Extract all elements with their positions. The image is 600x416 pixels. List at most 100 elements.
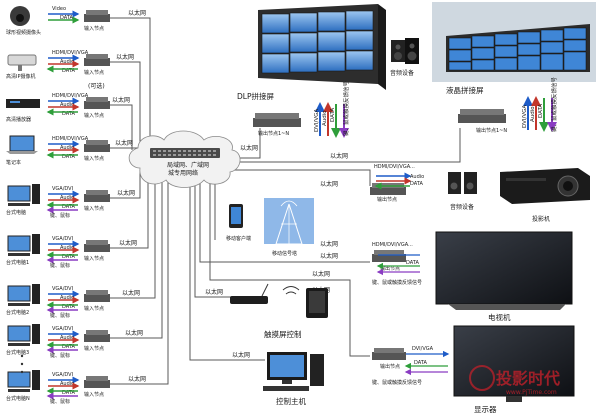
svg-text:以太网: 以太网 [115, 139, 133, 147]
svg-text:Audio: Audio [530, 106, 536, 122]
svg-text:HDMI/DVI/VGA...: HDMI/DVI/VGA... [372, 242, 413, 248]
signal-label: Audio [60, 295, 74, 301]
signal-label: 键、鼠标 [50, 312, 70, 319]
audio-speakers: 音频设备 [390, 38, 419, 77]
signal-label: Audio [60, 102, 74, 108]
source-name: 台式电脑 [6, 209, 26, 216]
tv: 电视机 [435, 231, 573, 322]
input-node-label: 输入节点 [84, 255, 104, 262]
media-player-icon [6, 99, 40, 108]
svg-text:输出节点1~N: 输出节点1~N [476, 127, 507, 134]
laptop-icon [9, 135, 35, 152]
signal-label: 键、鼠标 [50, 352, 70, 359]
desktop-pc-icon [7, 285, 31, 302]
signal-label: Audio [60, 145, 74, 151]
signal-label: VGA/DVI [52, 286, 73, 292]
input-node-label: 输入节点 [84, 69, 104, 76]
source-name: 笔记本 [6, 159, 21, 166]
desktop-pc-icon [7, 235, 31, 252]
signal-label: DATA [62, 111, 75, 117]
projector-output-node: 输出节点 HDMI/DVI/VGA... Audio DATA [370, 164, 424, 203]
mobile-tower: 移动信号塔 [264, 198, 314, 257]
signal-label: 键、鼠标 [50, 212, 70, 219]
input-node-box [84, 144, 110, 152]
svg-text:DATA: DATA [538, 104, 544, 118]
svg-text:Audio: Audio [410, 174, 424, 180]
signal-label: 键、鼠标 [50, 262, 70, 269]
hub-label-line1: 局域网、广域网 [167, 161, 209, 169]
signal-label: Audio [60, 381, 74, 387]
source-name: 台式电脑2 [6, 309, 29, 316]
signal-label: HDMI/DVI/VGA [52, 50, 89, 56]
svg-text:以太网: 以太网 [119, 239, 137, 247]
input-node-label: 输入节点 [84, 345, 104, 352]
svg-text:键、鼠或触摸反馈信号: 键、鼠或触摸反馈信号 [550, 76, 558, 132]
svg-text:以太网: 以太网 [112, 96, 130, 104]
monitor-output-node: 输出节点 DVI/VGA DATA 键、鼠或触摸反馈信号 [372, 346, 450, 386]
mobile-client: 移动客户端 [226, 204, 251, 242]
svg-text:以太网: 以太网 [240, 144, 258, 152]
signal-label: DATA [62, 390, 75, 396]
input-node-box [84, 58, 110, 66]
control-host: 控制主机 [263, 352, 324, 406]
signal-label: VGA/DVI [52, 186, 73, 192]
svg-text:以太网: 以太网 [117, 189, 135, 197]
signal-label: Video [52, 6, 66, 12]
svg-text:投影时代: 投影时代 [496, 369, 560, 388]
svg-text:以太网: 以太网 [122, 289, 140, 297]
svg-text:控制主机: 控制主机 [276, 396, 306, 406]
ethernet-labels: 以太网 以太网 以太网 以太网 以太网 以太网 以太网 以太网 以太网 以太网 … [112, 9, 348, 383]
svg-text:以太网: 以太网 [128, 375, 146, 383]
signal-label: DATA [62, 68, 75, 74]
dlp-signal-arrows: DVI/VGA Audio DATA 键、鼠或触摸反馈信号 [314, 80, 350, 138]
ip-camera-icon [7, 54, 37, 66]
svg-text:DVI/VGA: DVI/VGA [314, 109, 320, 132]
input-node-box [84, 14, 110, 22]
signal-label: Audio [60, 195, 74, 201]
signal-label: VGA/DVI [52, 372, 73, 378]
input-node-box [84, 294, 110, 302]
signal-label: DATA [62, 254, 75, 260]
svg-text:输出节点: 输出节点 [380, 363, 400, 370]
desktop-pc-icon [7, 185, 31, 202]
desktop-pc-icon [7, 371, 31, 388]
svg-text:键、鼠或触摸反馈信号: 键、鼠或触摸反馈信号 [342, 80, 350, 136]
dlp-wall-label: DLP拼接屏 [237, 91, 274, 101]
input-node-box [84, 194, 110, 202]
dlp-output-node: 输出节点1~N [253, 113, 301, 137]
svg-text:键、鼠或触摸反馈信号: 键、鼠或触摸反馈信号 [372, 279, 422, 286]
input-node-box [84, 334, 110, 342]
signal-label: Audio [60, 59, 74, 65]
svg-text:以太网: 以太网 [320, 252, 338, 260]
svg-text:DATA: DATA [406, 260, 419, 266]
signal-label: DATA [62, 344, 75, 350]
svg-text:输出节点: 输出节点 [380, 265, 400, 272]
signal-label: Audio [60, 335, 74, 341]
svg-text:www.PjTime.com: www.PjTime.com [506, 389, 557, 396]
signal-label: 键、鼠标 [50, 398, 70, 405]
svg-text:以太网: 以太网 [312, 270, 330, 278]
svg-text:移动信号塔: 移动信号塔 [272, 250, 297, 257]
projector-speakers: 音频设备 [448, 172, 477, 211]
svg-text:以太网: 以太网 [116, 53, 134, 61]
lcd-output-node: 输出节点1~N [458, 109, 507, 134]
tv-output-node: 输出节点 HDMI/DVI/VGA... DATA 键、鼠或触摸反馈信号 [372, 242, 422, 286]
input-node-box [84, 244, 110, 252]
svg-text:DATA: DATA [414, 360, 427, 366]
ellipsis-dot [20, 354, 24, 358]
signal-label: VGA/DVI [52, 326, 73, 332]
svg-text:以太网: 以太网 [125, 329, 143, 337]
source-name: 台式电脑N [6, 395, 30, 402]
signal-label: DATA [62, 304, 75, 310]
svg-text:以太网: 以太网 [330, 152, 348, 160]
svg-text:投影机: 投影机 [532, 215, 550, 223]
svg-text:以太网: 以太网 [320, 240, 338, 248]
